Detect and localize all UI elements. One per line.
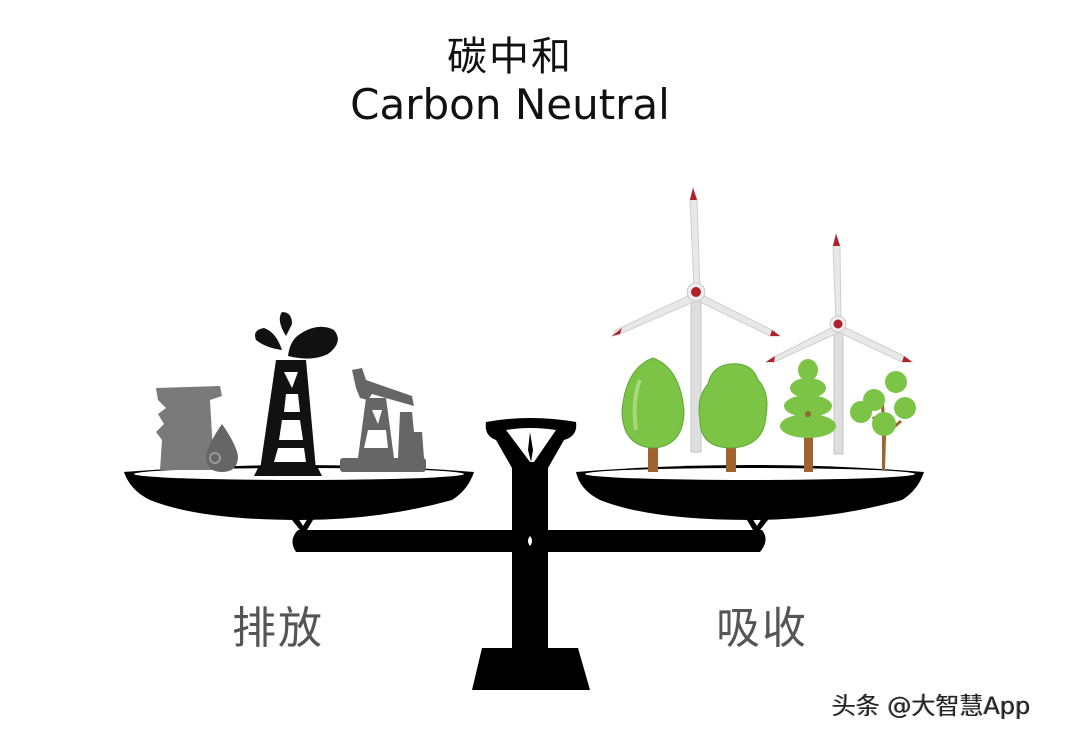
- right-pan: [576, 465, 924, 520]
- scale-post: [472, 418, 590, 690]
- left-pan-label-emission: 排放: [232, 603, 324, 654]
- wind-turbine-icon: [764, 232, 914, 455]
- watermark: 头条 @大智慧App: [832, 692, 1031, 720]
- oil-barrel-icon: [156, 386, 222, 470]
- bushy-tree-icon: [698, 363, 768, 472]
- pumpjack-icon: [340, 368, 426, 472]
- round-tree-icon: [621, 357, 685, 472]
- title-english: Carbon Neutral: [350, 80, 670, 129]
- wind-turbine-icon: [610, 186, 782, 453]
- oil-derrick-icon: [254, 312, 338, 476]
- branch-tree-icon: [850, 371, 916, 470]
- pine-tree-icon: [780, 359, 836, 472]
- right-pan-label-absorption: 吸收: [716, 603, 808, 654]
- scale-beam: [288, 515, 772, 552]
- title-chinese: 碳中和: [447, 34, 573, 80]
- oil-drop-icon: [206, 424, 238, 472]
